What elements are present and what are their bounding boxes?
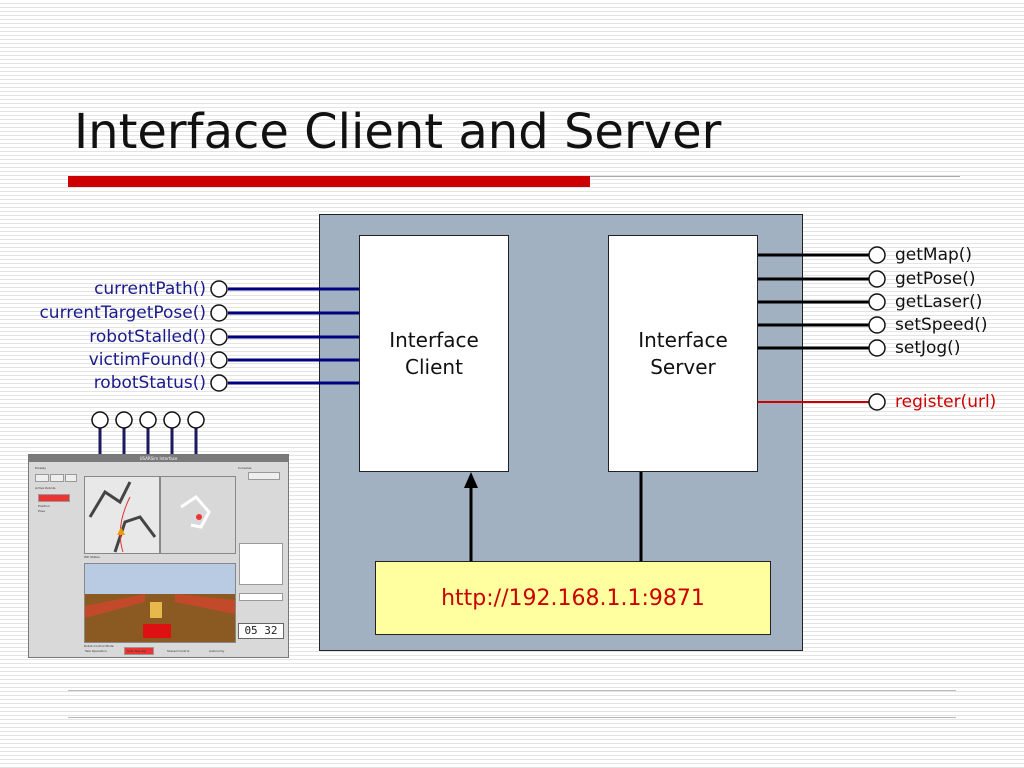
app-control-label: Robot Control Mode bbox=[84, 644, 114, 648]
app-robots-label: Active Robots bbox=[35, 486, 56, 490]
robot-row-position: Position bbox=[38, 504, 50, 508]
port-robotStalled bbox=[210, 328, 228, 346]
display-btn-2 bbox=[50, 474, 64, 482]
url-text: http://192.168.1.1:9871 bbox=[441, 585, 705, 611]
method-victimFound: victimFound() bbox=[88, 350, 206, 370]
pin-port-2 bbox=[115, 411, 133, 429]
camera-view bbox=[84, 563, 236, 643]
mode-btn-teleop: Tele Operation bbox=[85, 649, 107, 653]
pin-port-1 bbox=[91, 411, 109, 429]
robot-entry bbox=[38, 494, 70, 502]
port-currentTargetPose bbox=[210, 304, 228, 322]
laser-view bbox=[160, 476, 236, 554]
app-consoles-label: Consoles bbox=[238, 466, 252, 470]
console-btn bbox=[248, 472, 280, 480]
app-window-thumbnail: USARSim Interface Display Active Robots … bbox=[28, 454, 289, 658]
pin-port-5 bbox=[187, 411, 205, 429]
slide-title: Interface Client and Server bbox=[74, 104, 722, 160]
port-getLaser bbox=[868, 293, 886, 311]
notes-field bbox=[239, 593, 283, 601]
pin-port-3 bbox=[139, 411, 157, 429]
interface-client-box: Interface Client bbox=[359, 235, 509, 472]
interface-server-label: Interface Server bbox=[638, 327, 728, 379]
method-currentPath: currentPath() bbox=[94, 279, 206, 299]
url-callback-arrowhead bbox=[464, 472, 478, 488]
method-getMap: getMap() bbox=[895, 245, 973, 265]
footer-rule-lower bbox=[68, 717, 956, 718]
mode-btn-safe bbox=[124, 647, 154, 655]
method-register: register(url) bbox=[895, 392, 997, 412]
display-btn-1 bbox=[35, 474, 49, 482]
port-currentPath bbox=[210, 280, 228, 298]
method-robotStalled: robotStalled() bbox=[89, 327, 206, 347]
interface-client-label: Interface Client bbox=[389, 327, 479, 379]
port-robotStatus bbox=[210, 374, 228, 392]
method-setSpeed: setSpeed() bbox=[895, 315, 988, 335]
port-getMap bbox=[868, 246, 886, 264]
app-status-label: HRI Status bbox=[84, 555, 100, 559]
laser-scan bbox=[180, 495, 211, 529]
app-display-label: Display bbox=[35, 466, 47, 470]
title-underline-accent bbox=[68, 176, 590, 187]
mode-btn-safe-label: Safe Tele-Op bbox=[127, 649, 146, 653]
camera-scene bbox=[85, 564, 235, 642]
title-underline-rule bbox=[590, 176, 960, 177]
port-register bbox=[868, 393, 886, 411]
method-robotStatus: robotStatus() bbox=[93, 373, 206, 393]
robot-row-pose: Pose bbox=[38, 509, 45, 513]
mission-clock: 05 32 bbox=[238, 623, 284, 639]
port-getPose bbox=[868, 270, 886, 288]
app-titlebar: USARSim Interface bbox=[29, 455, 288, 462]
port-setJog bbox=[868, 339, 886, 357]
method-currentTargetPose: currentTargetPose() bbox=[39, 303, 206, 323]
method-getLaser: getLaser() bbox=[895, 292, 983, 312]
port-victimFound bbox=[210, 351, 228, 369]
url-box: http://192.168.1.1:9871 bbox=[375, 561, 771, 635]
mode-btn-autonomy: Autonomy bbox=[209, 649, 225, 653]
victim-panel bbox=[239, 543, 283, 585]
map-walls bbox=[88, 481, 157, 553]
method-getPose: getPose() bbox=[895, 269, 976, 289]
display-btn-3 bbox=[65, 474, 77, 482]
port-setSpeed bbox=[868, 316, 886, 334]
footer-rule bbox=[68, 690, 956, 691]
mode-btn-shared: Shared Control bbox=[167, 649, 190, 653]
method-setJog: setJog() bbox=[895, 338, 961, 358]
map-view bbox=[84, 476, 160, 554]
pin-port-4 bbox=[163, 411, 181, 429]
interface-server-box: Interface Server bbox=[608, 235, 758, 472]
